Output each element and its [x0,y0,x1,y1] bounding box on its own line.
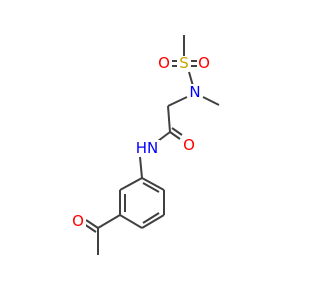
bond-amide-co-1 [169,131,181,140]
sulfonyl-oxygen-right-label: O [198,54,210,72]
bond-n-methyl [202,96,220,106]
bond-ring-6 [141,177,165,191]
bond-ring-inner-2 [142,212,160,224]
acetyl-oxygen-label: O [72,212,84,230]
bond-s-n [188,71,194,87]
bond-nh-ring [139,156,143,179]
amide-nh-label: HN [136,139,159,157]
sulfonyl-oxygen-left-label: O [158,54,170,72]
bond-ring-inner-3 [142,182,160,193]
bond-n-ch2 [167,96,188,107]
amide-nh-h: H [136,139,147,157]
bond-ring-3 [119,214,143,229]
sulfur-atom-label: S [179,54,189,72]
amine-nitrogen-label: N [189,83,200,101]
bond-amide-co-2 [171,127,183,136]
molecule-structure: S O O N HN O O [71,35,220,255]
bond-ring-4 [141,214,165,229]
bond-layer [83,35,220,255]
bond-acetyl-co-1 [85,219,99,229]
amide-nh-n: N [147,139,158,157]
amide-oxygen-label: O [183,136,195,154]
bond-ring-acetyl [97,214,121,229]
bond-ring-1 [119,177,143,191]
atom-layer: S O O N HN O O [71,54,212,230]
molecule-diagram: S O O N HN O O [71,35,220,255]
bond-ch2-carbonyl [167,105,171,133]
